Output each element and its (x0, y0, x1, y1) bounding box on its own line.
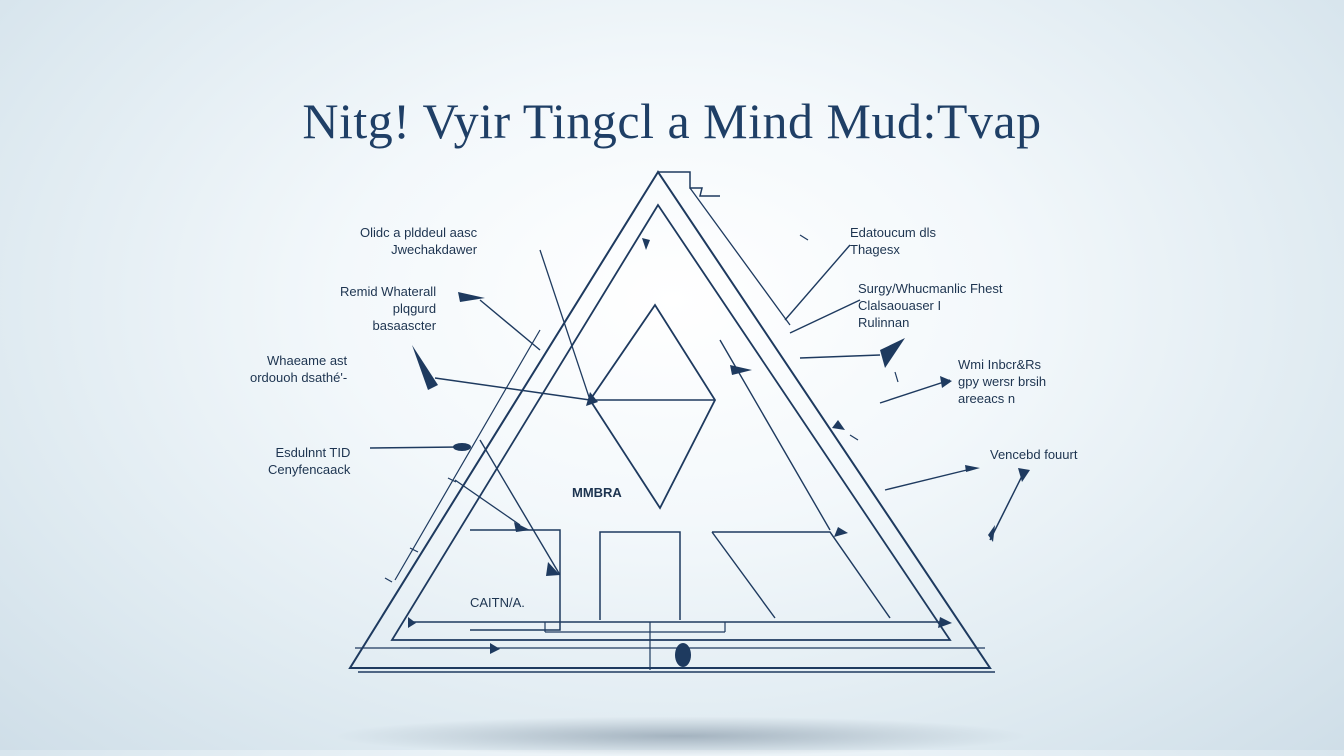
arrow-head-l4 (453, 443, 471, 451)
inner-triangle (390, 203, 952, 641)
outer-triangle (348, 170, 992, 669)
connector-r2 (789, 299, 861, 334)
arrow-head-center (730, 365, 752, 375)
inner-label-center: MMBRA (572, 485, 622, 500)
diagram-title: Nitg! Vyir Tingcl a Mind Mud:Tvap (302, 93, 1042, 149)
floor-shadow (330, 716, 1030, 756)
arrow-head-l2 (458, 292, 485, 302)
inner-label-bottom-left: CAITN/A. (470, 595, 525, 610)
label-right-2: Surgy/Whucmanlic Fhest Clalsaouaser I Ru… (858, 281, 1003, 330)
connector-l3 (434, 377, 591, 401)
bottom-marker (675, 643, 691, 667)
label-right-4: Vencebd fouurt (990, 447, 1078, 462)
lower-right-box (712, 531, 891, 619)
label-left-3: Whaeame ast ordouoh dsathé'- (250, 353, 348, 385)
inner-diag-left (479, 439, 561, 576)
connector-r1 (784, 244, 851, 321)
upper-left-diag (539, 249, 591, 401)
connector-r4 (884, 467, 976, 491)
connector-r3 (879, 379, 951, 404)
node-dot (586, 392, 598, 406)
arrow-head-r2 (880, 338, 905, 368)
label-left-2: Remid Whaterall plqgurd basaascter (340, 284, 437, 333)
inner-diamond (588, 303, 717, 510)
arrow-head-l3 (412, 345, 438, 390)
apex-edge-line (689, 187, 791, 326)
lower-center-box (599, 531, 681, 620)
label-right-3: Wmi Inbcr&Rs gpy wersr brsih areeacs n (958, 357, 1047, 406)
connector-l2 (479, 299, 541, 351)
label-right-1: Edatoucum dls Thagesx (850, 225, 936, 257)
label-left-4: Esdulnnt TID Cenyfencaack (268, 445, 351, 477)
label-left-1: Olidc a plddeul aasc Jwechakdawer (360, 225, 478, 257)
lower-left-box (470, 529, 561, 631)
connector-l4 (369, 446, 461, 449)
apex-step (658, 171, 720, 197)
